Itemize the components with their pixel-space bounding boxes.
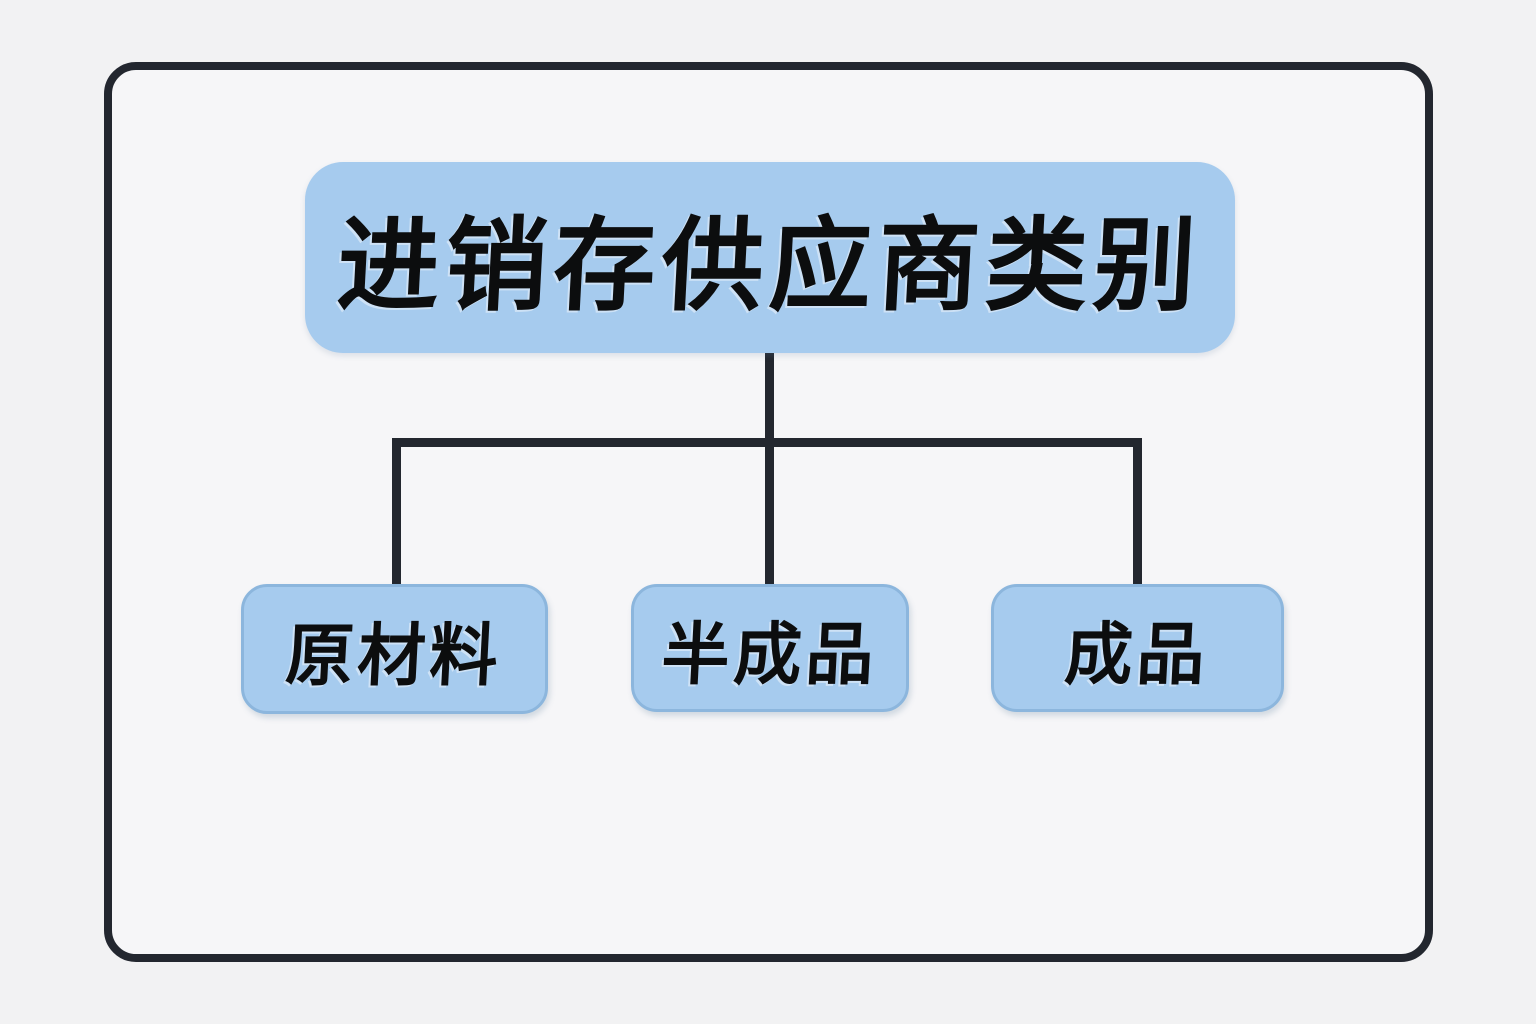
connector-drop-left: [392, 438, 401, 586]
child-node-semi-finished: 半成品: [631, 584, 909, 712]
child-node-finished: 成品: [991, 584, 1284, 712]
connector-title-to-branch: [765, 353, 774, 586]
child-node-raw-materials-label: 原材料: [284, 617, 505, 694]
child-node-semi-finished-label: 半成品: [659, 616, 880, 693]
root-node-label: 进销存供应商类别: [334, 209, 1205, 323]
connector-drop-right: [1133, 438, 1142, 586]
connector-branch-horizontal: [392, 438, 1142, 447]
root-node-supplier-categories: 进销存供应商类别: [305, 162, 1235, 353]
child-node-raw-materials: 原材料: [241, 584, 548, 714]
child-node-finished-label: 成品: [1063, 616, 1212, 693]
